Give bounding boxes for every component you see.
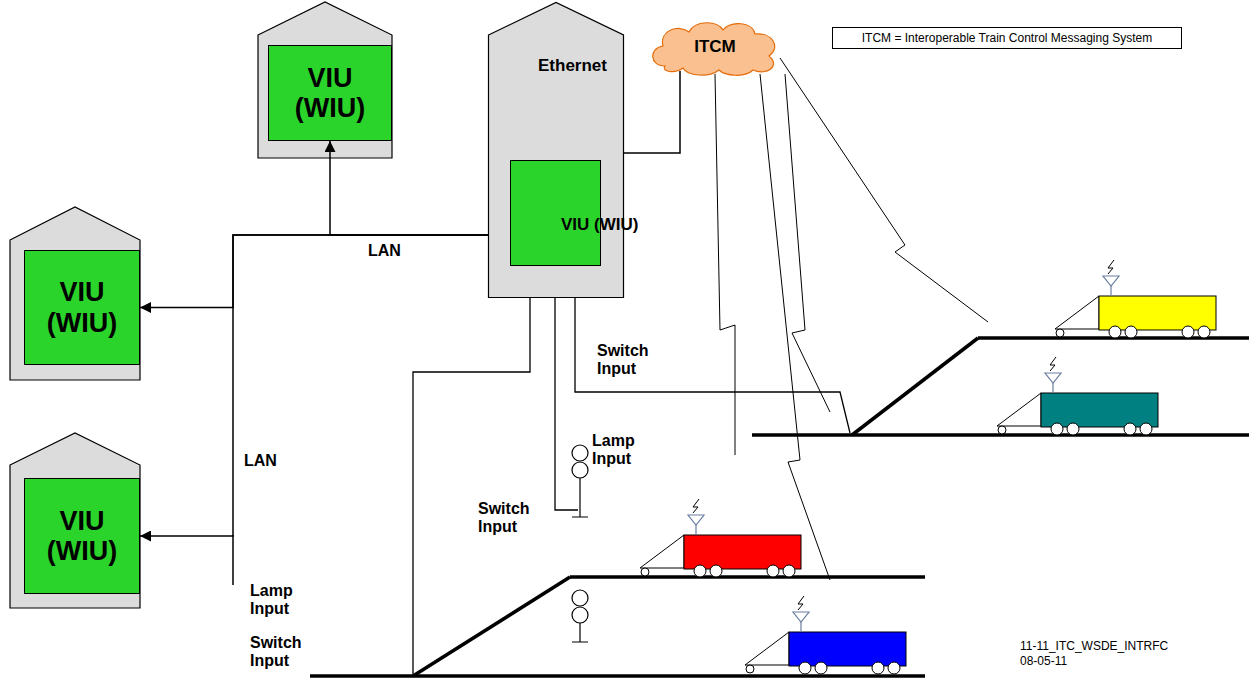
input-wire bbox=[413, 268, 850, 674]
definition-note: ITCM = Interoperable Train Control Messa… bbox=[832, 27, 1182, 49]
unit-name: VIU (WIU) bbox=[25, 277, 139, 337]
equipment-house bbox=[10, 207, 140, 380]
network-name: ITCM bbox=[694, 37, 736, 57]
network-cloud: ITCM bbox=[645, 18, 785, 76]
unit-name: VIU (WIU) bbox=[269, 63, 391, 123]
lan-link bbox=[140, 235, 510, 308]
track bbox=[310, 338, 1249, 676]
network-label: LAN bbox=[244, 452, 277, 470]
note-text: ITCM = Interoperable Train Control Messa… bbox=[862, 31, 1152, 45]
radio-link bbox=[715, 58, 988, 580]
unit-name: VIU (WIU) bbox=[25, 506, 139, 566]
lan-link bbox=[330, 141, 510, 235]
train bbox=[1055, 260, 1216, 338]
network-label: LAN bbox=[368, 242, 401, 260]
signal-name: Lamp Input bbox=[592, 432, 664, 469]
signal-name: Switch Input bbox=[478, 500, 550, 537]
wayside-interface-unit: VIU (WIU) bbox=[24, 478, 140, 594]
cloud-outline bbox=[653, 23, 775, 76]
wayside-interface-unit: VIU (WIU) bbox=[24, 250, 140, 365]
signal-name: Switch Input bbox=[250, 634, 322, 671]
equipment-house: EthernetVIU (WIU) bbox=[488, 2, 624, 298]
signal-name: Lamp Input bbox=[250, 582, 322, 619]
signal-symbol bbox=[572, 445, 588, 642]
train bbox=[745, 596, 906, 674]
drawing-date: 08-05-11 bbox=[1020, 655, 1067, 669]
wayside-interface-unit: VIU (WIU) bbox=[510, 160, 601, 266]
train bbox=[640, 499, 801, 577]
house-outline bbox=[489, 3, 624, 298]
house-label: Ethernet bbox=[538, 56, 607, 76]
lan-link bbox=[140, 235, 510, 536]
equipment-house bbox=[258, 2, 392, 158]
wayside-interface-unit: VIU (WIU) bbox=[268, 45, 392, 141]
unit-name: VIU (WIU) bbox=[561, 215, 638, 234]
train bbox=[997, 357, 1158, 435]
equipment-house bbox=[10, 433, 140, 608]
signal-name: Switch Input bbox=[597, 342, 669, 379]
lan-bus bbox=[232, 535, 234, 585]
drawing-id: 11-11_ITC_WSDE_INTRFC bbox=[1020, 640, 1168, 654]
